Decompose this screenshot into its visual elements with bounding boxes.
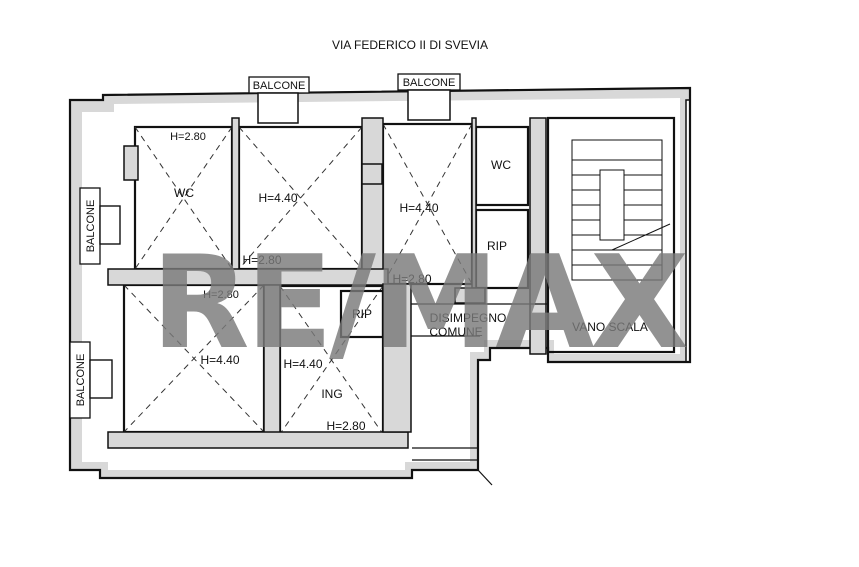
room-wc-1-name: WC [174,186,194,200]
room-ing-name: ING [321,387,342,401]
room-3: H=4.40 H=2.80 [381,122,474,286]
room-ing-height-a: H=4.40 [283,357,322,371]
room-bottom-left-height-a: H=2.80 [203,289,239,301]
balcony-left-upper: BALCONE [79,187,121,265]
balcony-top-left-label: BALCONE [253,80,306,92]
balcony-top-right-label: BALCONE [403,77,456,89]
balcony-left-upper-label: BALCONE [85,200,97,253]
vano-scala-name: VANO SCALA [572,320,648,334]
room-rip-1-name: RIP [487,239,507,253]
street-label: VIA FEDERICO II DI SVEVIA [332,38,488,52]
room-bottom-left-height-b: H=4.40 [200,353,239,367]
watermark-logo: RE/MAX [151,229,687,378]
interior-walls [107,117,547,449]
room-2-height-b: H=2.80 [242,253,281,267]
room-3-height-b: H=2.80 [392,272,431,286]
disimpegno-line2: COMUNE [429,325,482,339]
balcony-top-left: BALCONE [248,76,310,124]
entrance-lines [412,447,493,486]
room-rip-2-name: RIP [352,307,372,321]
vano-scala: VANO SCALA [546,116,676,354]
balcony-top-right: BALCONE [397,73,461,121]
room-wc-2-name: WC [491,158,511,172]
balcony-left-lower-label: BALCONE [75,354,87,407]
room-ing-height-b: H=2.80 [326,419,365,433]
disimpegno-comune: DISIMPEGNO COMUNE [411,303,548,339]
room-2-height-a: H=4.40 [258,191,297,205]
room-3-height-a: H=4.40 [399,201,438,215]
room-wc-1-height: H=2.80 [170,131,206,143]
balcony-left-lower: BALCONE [69,341,113,419]
disimpegno-line1: DISIMPEGNO [430,311,507,325]
